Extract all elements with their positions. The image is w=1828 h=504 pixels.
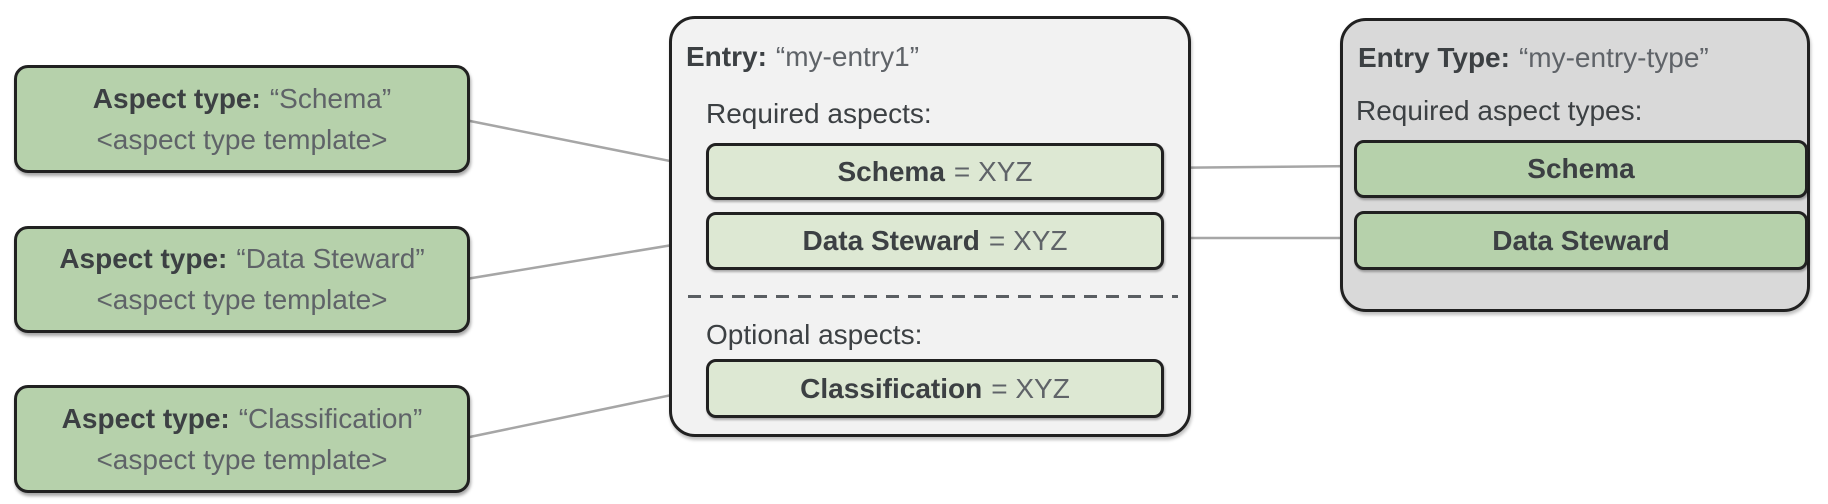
aspect-type-box-data-steward: Aspect type: “Data Steward” <aspect type … [14,226,470,333]
aspect-type-name: Data Steward [1492,224,1670,256]
aspect-type-name: “Schema” [269,82,392,114]
aspect-value: = XYZ [953,155,1033,187]
aspect-type-title: Aspect type:“Classification” [61,402,423,434]
aspect-type-box-schema: Aspect type:“Schema” <aspect type templa… [14,65,470,173]
aspect-name: Data Steward [802,225,980,256]
aspect-value: = XYZ [991,372,1070,404]
entry-title: Entry: “my-entry1” [686,42,919,72]
aspect-type-name: “Data Steward” [236,243,425,274]
entry-panel: Entry: “my-entry1” Required aspects: Sche… [669,16,1191,437]
entry-type-label: Entry Type: [1358,42,1510,73]
aspect-type-template: <aspect type template> [96,284,388,315]
aspect-type-template: <aspect type template> [96,123,388,155]
aspect-type-name: Schema [1527,153,1635,184]
aspect-name: Schema [837,155,945,187]
required-aspects-heading: Required aspects: [706,98,932,129]
entry-aspect-row-schema: Schema= XYZ [706,143,1164,200]
aspect-type-box-classification: Aspect type:“Classification” <aspect typ… [14,385,470,493]
entry-type-panel: Entry Type: “my-entry-type” Required aspe… [1340,18,1810,312]
optional-aspects-heading: Optional aspects: [706,319,923,350]
required-optional-divider [688,295,1178,298]
aspect-type-template: <aspect type template> [96,443,388,475]
entry-type-title: Entry Type: “my-entry-type” [1358,43,1709,73]
entry-type-row-data-steward: Data Steward [1354,211,1808,270]
entry-aspect-row-classification: Classification= XYZ [706,359,1164,418]
required-aspect-types-heading: Required aspect types: [1356,95,1643,126]
aspect-type-label: Aspect type: [92,82,261,114]
aspect-value: = XYZ [988,225,1068,256]
aspect-type-title: Aspect type: “Data Steward” [59,245,424,273]
aspect-type-name: “Classification” [238,402,423,434]
entry-type-name: “my-entry-type” [1518,42,1709,73]
aspect-type-label: Aspect type: [61,402,230,434]
entry-label: Entry: [686,41,767,72]
entry-aspect-row-data-steward: Data Steward = XYZ [706,212,1164,270]
aspect-type-label: Aspect type: [59,243,228,274]
entry-type-row-schema: Schema [1354,140,1808,198]
aspect-name: Classification [800,372,983,404]
aspect-type-title: Aspect type:“Schema” [92,82,392,114]
entry-name: “my-entry1” [775,41,920,72]
